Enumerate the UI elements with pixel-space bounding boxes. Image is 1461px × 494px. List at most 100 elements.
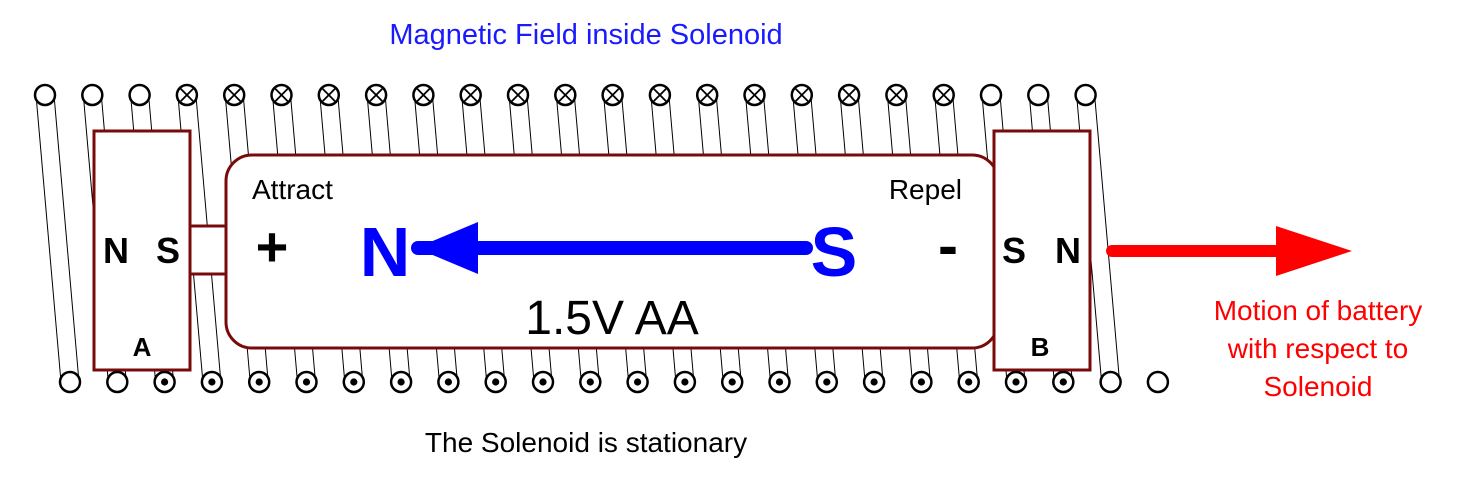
- dot-mark: [681, 378, 689, 386]
- battery-positive-terminal: [188, 224, 230, 276]
- into-page-icon: [412, 83, 435, 107]
- into-page-icon: [885, 83, 908, 107]
- coil-wire: [53, 94, 80, 383]
- dot-mark: [917, 378, 926, 386]
- dot-mark: [255, 378, 263, 386]
- dot-mark: [350, 378, 358, 386]
- diagram-title: Magnetic Field inside Solenoid: [389, 19, 782, 51]
- into-page-icon: [790, 83, 814, 107]
- out-of-page-icon: [815, 370, 839, 394]
- magnet-b-north-label: N: [1055, 230, 1081, 271]
- dot-mark: [586, 378, 594, 386]
- out-of-page-icon: [910, 370, 933, 394]
- repel-label: Repel: [889, 174, 962, 205]
- motion-label-line-1: Motion of battery: [1214, 295, 1423, 326]
- into-page-icon: [695, 83, 719, 107]
- cross-stroke: [889, 88, 904, 102]
- motion-label-line-3: Solenoid: [1264, 371, 1373, 402]
- out-of-page-icon: [720, 370, 744, 394]
- out-of-page-icon: [579, 370, 602, 394]
- out-of-page-icon: [673, 370, 697, 394]
- out-of-page-icon: [153, 370, 176, 394]
- coil-turn-circle: [1099, 370, 1122, 394]
- dot-mark: [397, 378, 405, 386]
- coil-turn-icon: [1027, 83, 1050, 107]
- dot-mark: [444, 378, 452, 386]
- out-of-page-icon: [626, 370, 649, 394]
- magnet-a-letter: A: [133, 332, 152, 362]
- coil-turn-icon: [106, 370, 129, 394]
- dot-mark: [775, 378, 784, 386]
- out-of-page-icon: [295, 370, 318, 394]
- out-of-page-icon: [1052, 370, 1075, 394]
- coil-bottom-row: [58, 370, 1170, 394]
- coil-turn-circle: [81, 83, 104, 107]
- cross-stroke: [936, 88, 951, 102]
- dot-mark: [634, 378, 642, 386]
- dot-mark: [1012, 378, 1020, 386]
- coil-turn-circle: [979, 83, 1003, 107]
- out-of-page-icon: [200, 370, 224, 394]
- into-page-icon: [506, 83, 530, 107]
- cross-stroke: [274, 88, 289, 102]
- dot-mark: [161, 378, 169, 386]
- coil-wire: [1094, 94, 1121, 383]
- magnet-b-letter: B: [1031, 332, 1050, 362]
- dot-mark: [728, 378, 736, 386]
- magnet-b-body: [992, 129, 1092, 372]
- cross-stroke: [558, 88, 573, 102]
- cross-stroke: [416, 88, 431, 102]
- magnet-b: S N B: [992, 129, 1092, 372]
- dot-mark: [539, 378, 547, 386]
- cross-stroke: [369, 88, 383, 102]
- battery: Attract Repel + - N S 1.5V AA: [224, 153, 1000, 350]
- coil-turn-circle: [128, 83, 151, 107]
- attract-label: Attract: [252, 174, 333, 205]
- cross-stroke: [794, 88, 809, 102]
- cross-stroke: [653, 88, 667, 102]
- coil-turn-circle: [33, 83, 57, 107]
- coil-turn-circle: [1074, 83, 1097, 107]
- coil-turn-icon: [979, 83, 1003, 107]
- into-page-icon: [317, 83, 341, 107]
- magnet-a-north-label: N: [103, 230, 129, 271]
- into-page-icon: [270, 83, 293, 107]
- field-north-label: N: [360, 213, 411, 291]
- into-page-icon: [743, 83, 766, 107]
- coil-turn-icon: [33, 83, 57, 107]
- coil-turn-icon: [1074, 83, 1097, 107]
- field-arrow-icon: [411, 222, 813, 274]
- dot-mark: [823, 378, 831, 386]
- coil-turn-circle: [106, 370, 129, 394]
- into-page-icon: [932, 83, 955, 107]
- coil-turn-icon: [81, 83, 104, 107]
- into-page-icon: [554, 83, 577, 107]
- out-of-page-icon: [768, 370, 791, 394]
- footer-caption: The Solenoid is stationary: [425, 427, 747, 458]
- coil-turn-icon: [128, 83, 151, 107]
- coil-turn-circle: [1146, 370, 1170, 394]
- into-page-icon: [837, 83, 861, 107]
- cross-stroke: [842, 88, 856, 102]
- magnet-a-south-label: S: [156, 230, 180, 271]
- battery-label: 1.5V AA: [525, 292, 698, 345]
- dot-mark: [208, 378, 216, 386]
- into-page-icon: [175, 83, 199, 107]
- into-page-icon: [364, 83, 388, 107]
- coil-turn-circle: [58, 370, 82, 394]
- out-of-page-icon: [389, 370, 413, 394]
- cross-stroke: [511, 88, 525, 102]
- coil-wire: [35, 94, 62, 383]
- out-of-page-icon: [484, 370, 507, 394]
- cross-stroke: [463, 88, 478, 102]
- out-of-page-icon: [437, 370, 460, 394]
- out-of-page-icon: [862, 370, 886, 394]
- coil-top-row: [33, 83, 1097, 107]
- field-south-label: S: [811, 213, 858, 291]
- cross-stroke: [180, 88, 194, 102]
- magnet-a: N S A: [92, 129, 192, 372]
- dot-mark: [302, 378, 311, 386]
- coil-turn-circle: [1027, 83, 1050, 107]
